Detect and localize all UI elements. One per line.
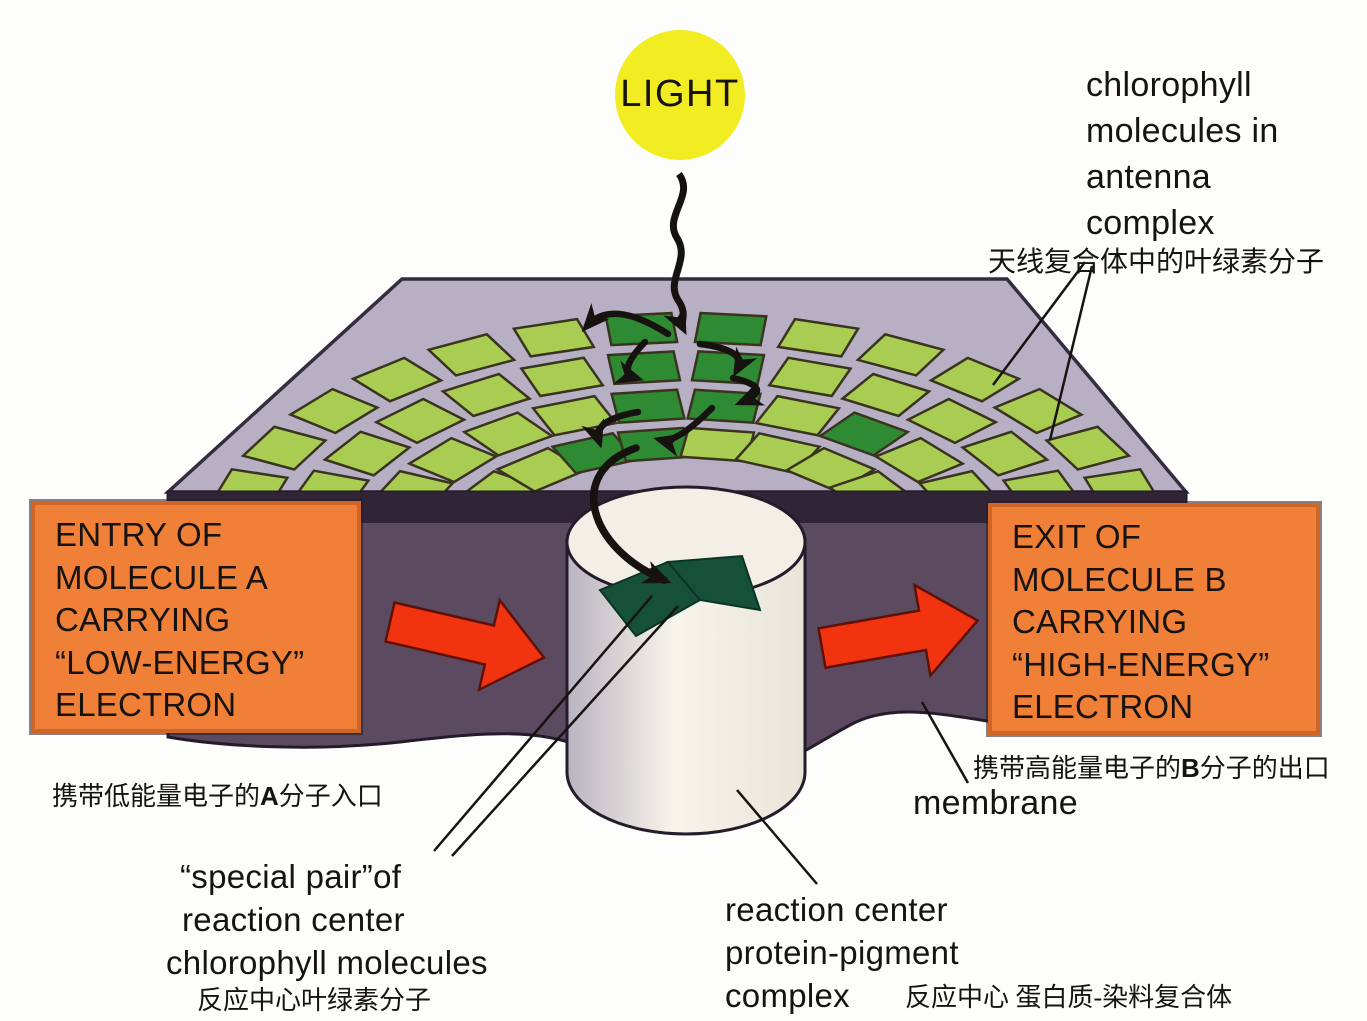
chlorophyll-molecule bbox=[753, 394, 842, 437]
chlorophyll-molecule bbox=[373, 397, 467, 445]
label-line: EXIT OF bbox=[1012, 518, 1142, 555]
label-line: “LOW-ENERGY” bbox=[55, 643, 305, 681]
chlorophyll-molecule bbox=[287, 387, 381, 435]
energy-hop-arrow bbox=[581, 408, 642, 449]
label-line: CARRYING bbox=[1012, 603, 1188, 640]
chlorophyll-molecule-dark bbox=[693, 311, 768, 347]
membrane-label: membrane bbox=[913, 784, 1078, 822]
label-text: 携带低能量电子的 bbox=[52, 782, 261, 811]
energy-hop-arrow bbox=[613, 338, 649, 384]
chlorophyll-molecule bbox=[855, 332, 946, 377]
chlorophyll-molecule-dark bbox=[604, 311, 679, 347]
exit-red-arrow bbox=[817, 582, 980, 679]
entry-red-arrow bbox=[384, 597, 546, 693]
reaction-center-pointer-line bbox=[736, 789, 818, 885]
chlorophyll-molecule bbox=[767, 356, 853, 398]
special-pair-label-zh: 反应中心叶绿素分子 bbox=[197, 986, 432, 1015]
label-line: “special pair”of bbox=[180, 858, 402, 895]
chlorophyll-molecule bbox=[991, 387, 1085, 435]
chlorophyll-molecule bbox=[406, 436, 499, 484]
label-text: 携带高能量电子的 bbox=[973, 754, 1182, 783]
label-text: 分子的出口 bbox=[1199, 754, 1330, 783]
exit-label-zh: 携带高能量电子的B分子的出口 bbox=[973, 748, 1330, 785]
reaction-center-label-zh: 反应中心 蛋白质-染料复合体 bbox=[905, 983, 1233, 1012]
chlorophyll-molecule bbox=[827, 469, 918, 492]
energy-hop-arrow bbox=[696, 340, 758, 378]
label-line: reaction center bbox=[725, 891, 948, 928]
label-line: antenna bbox=[1086, 158, 1212, 196]
label-line: ELECTRON bbox=[1012, 688, 1194, 725]
chlorophyll-molecule bbox=[461, 411, 555, 457]
pointer-lines bbox=[433, 261, 1094, 885]
chlorophyll-molecule bbox=[350, 356, 444, 403]
label-line: protein-pigment bbox=[725, 934, 959, 971]
label-line: MOLECULE A bbox=[55, 558, 268, 596]
label-line: ELECTRON bbox=[55, 686, 237, 723]
chlorophyll-molecule bbox=[322, 430, 413, 477]
antenna-complex-label: chlorophyll molecules in antenna complex bbox=[1086, 62, 1279, 246]
chlorophyll-molecule bbox=[776, 317, 861, 358]
label-line: reaction center bbox=[182, 901, 405, 938]
energy-hop-arrows bbox=[581, 303, 766, 584]
molecule-b-letter: B bbox=[1181, 753, 1200, 783]
chlorophyll-molecule bbox=[839, 372, 932, 418]
energy-hop-arrow bbox=[653, 404, 716, 457]
energy-hop-arrow bbox=[581, 303, 672, 338]
light-label: LIGHT bbox=[620, 73, 740, 115]
label-line: complex bbox=[1086, 204, 1215, 242]
label-line: ENTRY OF bbox=[55, 516, 223, 553]
antenna-pointer-line bbox=[991, 261, 1087, 386]
chlorophyll-molecule bbox=[1082, 467, 1162, 492]
antenna-pointer-line bbox=[1048, 265, 1094, 441]
label-line: “HIGH-ENERGY” bbox=[1012, 645, 1270, 683]
chlorophyll-molecule bbox=[511, 317, 596, 358]
label-line: MOLECULE B bbox=[1012, 560, 1227, 598]
chlorophyll-molecule bbox=[210, 467, 290, 492]
chlorophyll-molecule bbox=[369, 469, 455, 492]
chlorophyll-molecule-dark bbox=[817, 411, 911, 457]
chlorophyll-molecule bbox=[240, 425, 328, 471]
special-pair-right bbox=[665, 554, 762, 612]
entry-molecule-a-box: ENTRY OF MOLECULE A CARRYING “LOW-ENERGY… bbox=[31, 501, 361, 733]
light-energy-arrow bbox=[663, 171, 688, 336]
label-line: CARRYING bbox=[55, 601, 231, 638]
light-circle bbox=[615, 30, 745, 160]
chlorophyll-molecule bbox=[440, 372, 533, 418]
special-pair-pointer-line bbox=[433, 595, 653, 852]
label-line: complex bbox=[725, 977, 850, 1014]
molecule-a-letter: A bbox=[260, 781, 279, 811]
chlorophyll-molecule bbox=[959, 430, 1050, 477]
special-pair-label: “special pair”of reaction center chlorop… bbox=[166, 855, 488, 984]
chlorophyll-molecule-dark bbox=[606, 350, 682, 386]
membrane-pointer-line bbox=[920, 701, 970, 784]
chlorophyll-molecule bbox=[519, 356, 605, 398]
label-text: 分子入口 bbox=[278, 782, 383, 811]
exit-molecule-b-box: EXIT OF MOLECULE B CARRYING “HIGH-ENERGY… bbox=[988, 503, 1320, 735]
chlorophyll-molecule bbox=[426, 332, 517, 377]
label-line: chlorophyll bbox=[1086, 66, 1252, 104]
chlorophyll-molecule bbox=[905, 397, 999, 445]
reaction-center-label: reaction center protein-pigment complex bbox=[725, 888, 959, 1017]
chlorophyll-molecule bbox=[873, 436, 966, 484]
energy-hop-arrow-to-reaction-center bbox=[590, 444, 672, 584]
energy-hop-arrow bbox=[729, 374, 766, 406]
entry-label-zh: 携带低能量电子的A分子入口 bbox=[52, 776, 383, 813]
antenna-complex-label-zh: 天线复合体中的叶绿素分子 bbox=[988, 247, 1325, 278]
special-pair-pointer-line bbox=[451, 605, 679, 857]
label-line: chlorophyll molecules bbox=[166, 944, 488, 981]
chlorophyll-molecule-dark bbox=[690, 350, 766, 386]
chlorophyll-molecule bbox=[1044, 425, 1132, 471]
label-line: molecules in bbox=[1086, 112, 1279, 150]
